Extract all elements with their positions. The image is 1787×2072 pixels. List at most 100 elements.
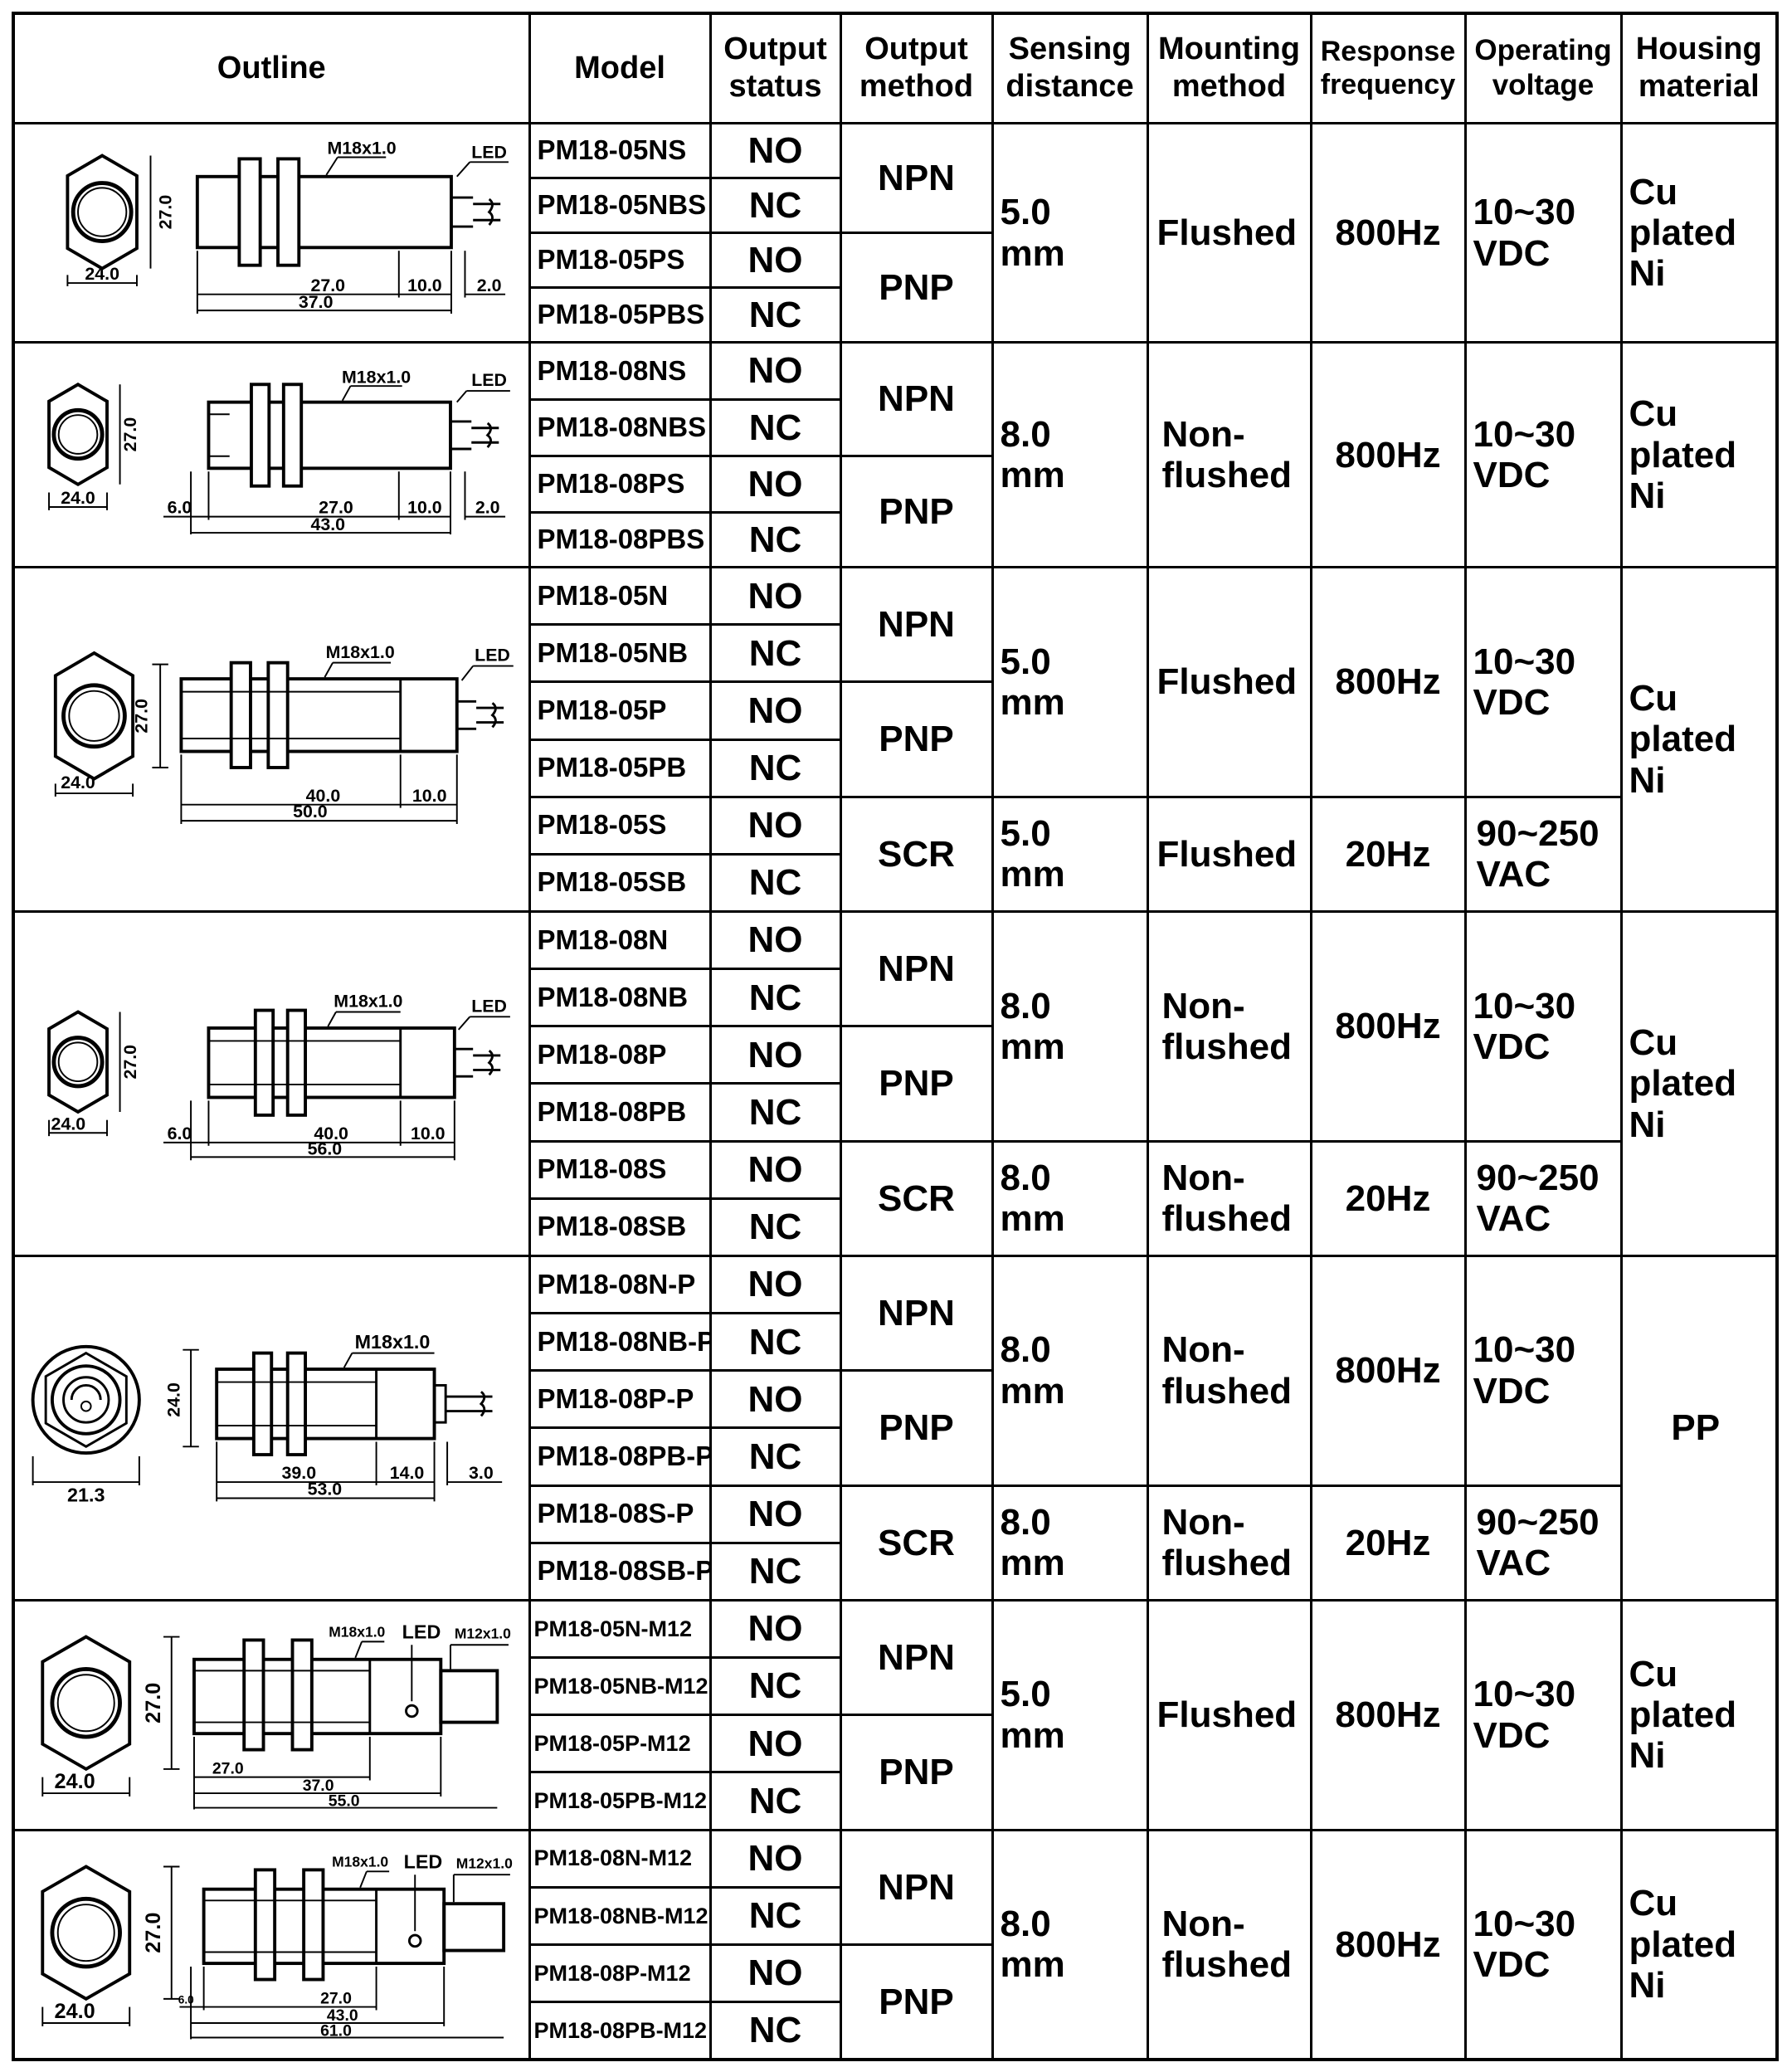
table-row: PM18-08NB-P NC xyxy=(13,1312,1777,1372)
method-cell: PNP xyxy=(839,680,994,798)
distance-unit: mm xyxy=(1000,854,1065,895)
voltage-value: 10~30 xyxy=(1473,192,1576,233)
header-text: Operating xyxy=(1474,34,1612,67)
frequency-cell: 800Hz xyxy=(1309,1828,1467,2061)
mounting-text: flushed xyxy=(1161,1543,1292,1584)
thread-label: M18x1.0 xyxy=(332,1853,388,1870)
voltage-unit: VDC xyxy=(1473,681,1551,723)
led-label: LED xyxy=(402,1621,441,1642)
dim-front: 6.0 xyxy=(178,1993,194,2006)
frequency-cell: 800Hz xyxy=(1309,1598,1467,1831)
mounting-text: flushed xyxy=(1161,1944,1292,1986)
voltage-unit: VDC xyxy=(1473,232,1551,274)
mounting-text: Flushed xyxy=(1156,833,1298,875)
header-text: frequency xyxy=(1320,69,1456,101)
dim-front: 6.0 xyxy=(168,1124,192,1143)
voltage-value: 90~250 xyxy=(1476,813,1600,855)
sensor-outline-2: 27.0 24.0 M18x1.0 LED xyxy=(47,368,510,535)
table-row: PM18-08P NO PNP xyxy=(13,1025,1777,1143)
mounting-text: flushed xyxy=(1161,455,1292,496)
table-row: PM18-08PS NO PNP xyxy=(13,454,1777,569)
method-cell: PNP xyxy=(839,1025,994,1143)
housing-text: Ni xyxy=(1629,253,1666,295)
outline-drawing-4: 27.0 24.0 M18x1.0 xyxy=(12,910,531,1257)
dim-total: 56.0 xyxy=(308,1138,343,1158)
mounting-text: Flushed xyxy=(1156,1694,1298,1736)
distance-value: 8.0 xyxy=(1000,413,1051,455)
table-row: PM18-05NB-M12 NC xyxy=(13,1656,1777,1717)
status-cell: NO xyxy=(708,1484,842,1544)
housing-text: plated xyxy=(1629,434,1737,475)
model-cell: PM18-05N-M12 xyxy=(528,1598,712,1660)
dim-cable: 2.0 xyxy=(475,498,500,518)
status-cell: NO xyxy=(708,1714,842,1774)
table-row: 24.0 21.3 M18x1.0 xyxy=(12,1254,1779,1602)
dim-hex: 24.0 xyxy=(61,773,95,792)
thread-label: M18x1.0 xyxy=(334,992,402,1012)
status-cell: NC xyxy=(708,623,842,684)
status-cell: NO xyxy=(708,341,842,401)
outline-drawing-2: 27.0 24.0 M18x1.0 LED xyxy=(12,341,531,569)
dim-nut: 10.0 xyxy=(412,786,447,806)
table-row: PM18-05SB NC xyxy=(13,852,1777,914)
voltage-value: 90~250 xyxy=(1476,1158,1600,1199)
table-row: PM18-08SB-P NC xyxy=(13,1541,1777,1602)
distance-unit: mm xyxy=(1000,1944,1065,1986)
outline-drawing-7: 27.0 24.0 M18x1.0 LED M1 xyxy=(12,1828,531,2061)
method-cell: NPN xyxy=(839,121,994,235)
housing-text: Cu xyxy=(1629,678,1678,719)
model-cell: PM18-05NBS xyxy=(528,176,712,235)
header-text: method xyxy=(859,69,974,105)
method-cell: NPN xyxy=(839,341,994,457)
housing-text: Cu xyxy=(1629,393,1678,435)
sensor-outline-3: 27.0 24.0 M18x1.0 xyxy=(53,642,514,825)
frequency-cell: 20Hz xyxy=(1309,1484,1467,1602)
model-cell: PM18-08PBS xyxy=(528,510,712,569)
table-row: 27.0 24.0 M18x1.0 LED xyxy=(12,121,1779,344)
dim-mid: 43.0 xyxy=(327,2006,358,2025)
dim-nut: 10.0 xyxy=(411,1124,446,1143)
housing-text: plated xyxy=(1629,212,1737,253)
led-label: LED xyxy=(471,142,507,162)
outline-drawing-6: 27.0 24.0 M18x1.0 LED M1 xyxy=(12,1598,531,1831)
outline-drawing-1: 27.0 24.0 M18x1.0 LED xyxy=(12,121,531,344)
model-cell: PM18-05PB-M12 xyxy=(528,1771,712,1831)
table-row: PM18-08P-M12 NO PNP xyxy=(13,1943,1777,2061)
voltage-unit: VDC xyxy=(1473,1944,1551,1986)
model-cell: PM18-08N-P xyxy=(528,1254,712,1315)
model-cell: PM18-08PB-P xyxy=(528,1426,712,1487)
table-row: 27.0 24.0 M18x1.0 xyxy=(12,909,1779,1257)
mounting-text: Non- xyxy=(1161,1903,1245,1944)
header-text: Mounting xyxy=(1158,31,1300,66)
connector-label: M12x1.0 xyxy=(455,1625,511,1641)
mounting-text: flushed xyxy=(1161,1198,1292,1240)
mounting-cell: Flushed xyxy=(1146,566,1312,798)
dim-hex: 21.3 xyxy=(67,1484,105,1505)
status-cell: NO xyxy=(708,1828,842,1889)
model-cell: PM18-08P-P xyxy=(528,1369,712,1430)
mounting-cell: Non-flushed xyxy=(1146,1828,1312,2061)
dim-total: 43.0 xyxy=(310,515,345,535)
table-row: PM18-05P NO PNP xyxy=(13,680,1777,798)
status-cell: NO xyxy=(708,795,842,856)
distance-unit: mm xyxy=(1000,1543,1065,1584)
housing-text: Ni xyxy=(1629,1104,1666,1145)
method-cell: PNP xyxy=(839,454,994,569)
mounting-cell: Non-flushed xyxy=(1146,1484,1312,1602)
model-cell: PM18-05S xyxy=(528,795,712,856)
frequency-cell: 20Hz xyxy=(1309,1139,1467,1257)
frequency-cell: 800Hz xyxy=(1309,121,1467,344)
thread-label: M18x1.0 xyxy=(328,138,397,158)
